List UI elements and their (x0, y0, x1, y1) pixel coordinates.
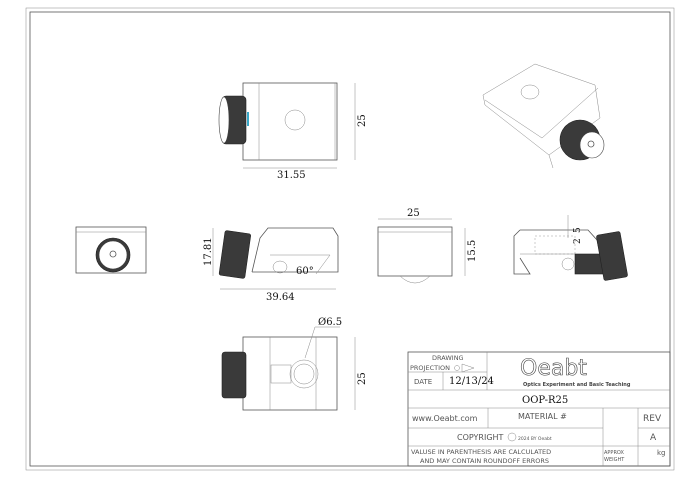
rev-label: REV (643, 414, 662, 424)
date-value: 12/13/24 (449, 376, 494, 387)
part-number: OOP-R25 (522, 395, 568, 406)
dim-hole-diameter: Ø6.5 (318, 317, 342, 328)
approx-label: APPROX (604, 450, 625, 456)
note-line-2: AND MAY CONTAIN ROUNDOFF ERRORS (420, 457, 549, 465)
weight-label: WEIGHT (604, 457, 625, 463)
dim-front-height: 17.81 (203, 237, 214, 266)
logo-tagline: Optics Experiment and Basic Teaching (523, 382, 631, 388)
dim-front-width: 39.64 (266, 292, 295, 303)
logo: Oeabt (520, 356, 587, 381)
dim-right-a: 5 (573, 227, 583, 233)
bottom-view: Ø6.5 25 (221, 317, 368, 411)
material-label: MATERIAL # (518, 412, 567, 421)
copyright-label: COPYRIGHT (457, 433, 504, 442)
dim-side-height: 15.5 (467, 240, 478, 262)
dim-angle: 60° (296, 266, 314, 277)
website: www.Oeabt.com (412, 414, 478, 423)
top-view: 31.55 25 (218, 82, 368, 181)
copyright-icon (507, 432, 517, 442)
outer-frame (25, 7, 675, 471)
rev-value: A (650, 433, 657, 443)
title-block: DRAWING PROJECTION DATE 12/13/24 Oeabt O… (407, 351, 671, 467)
inner-frame (29, 11, 671, 467)
note-line-1: VALUSE IN PARENTHESIS ARE CALCULATED (411, 448, 551, 456)
front-view: 17.81 39.64 60° (203, 227, 339, 303)
date-label: DATE (414, 378, 432, 386)
side-view: 25 15.5 (377, 208, 478, 284)
dim-right-b: 2 (573, 238, 583, 244)
dim-top-height: 25 (357, 114, 368, 127)
dim-side-width: 25 (407, 208, 420, 219)
drawing-label: DRAWING (432, 354, 464, 362)
left-view (75, 226, 147, 274)
dim-bottom-height: 25 (357, 372, 368, 385)
projection-label: PROJECTION (410, 364, 450, 372)
right-view: 5 2 (513, 215, 628, 281)
dim-top-width: 31.55 (277, 170, 306, 181)
isometric-view (482, 63, 605, 169)
weight-unit: kg (657, 449, 666, 457)
copyright-year: 2024 BY Oeabt (518, 436, 552, 442)
